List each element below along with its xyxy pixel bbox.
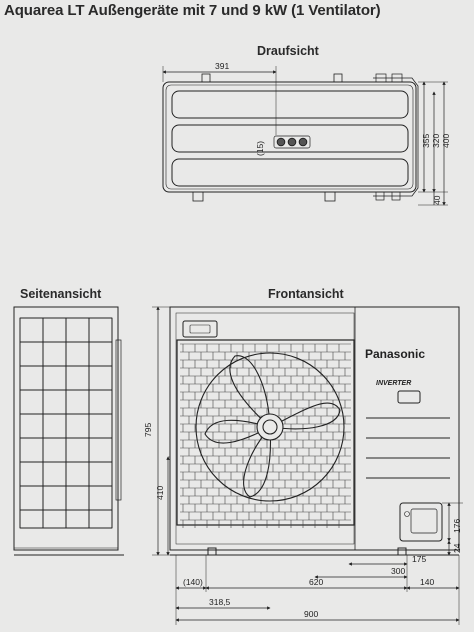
top-view-body bbox=[162, 81, 417, 193]
top-view-slat-2 bbox=[171, 124, 409, 153]
dim-410: 410 bbox=[155, 486, 165, 500]
front-view bbox=[169, 306, 460, 556]
label-top-view: Draufsicht bbox=[257, 44, 319, 58]
panasonic-logo: Panasonic bbox=[365, 347, 425, 361]
port-1 bbox=[276, 137, 286, 147]
dim-400: 400 bbox=[441, 134, 451, 148]
top-view-slat-3 bbox=[171, 158, 409, 187]
top-view bbox=[162, 66, 448, 206]
inverter-logo: INVERTER bbox=[376, 380, 411, 387]
dim-176: 176 bbox=[452, 519, 462, 533]
inverter-badge bbox=[397, 390, 421, 404]
fan-grille bbox=[176, 339, 355, 526]
dim-355: 355 bbox=[421, 134, 431, 148]
top-view-slat-1 bbox=[171, 90, 409, 119]
dim-391: 391 bbox=[215, 61, 229, 71]
fan-rotor bbox=[195, 352, 345, 502]
dim-620: 620 bbox=[309, 577, 323, 587]
side-view-grid bbox=[19, 317, 113, 529]
front-vent-lines bbox=[366, 417, 450, 479]
page-title: Aquarea LT Außengeräte mit 7 und 9 kW (1… bbox=[4, 2, 381, 19]
dim-24: 24 bbox=[452, 543, 462, 553]
dim-320: 320 bbox=[431, 134, 441, 148]
dim-900: 900 bbox=[304, 609, 318, 619]
front-handle bbox=[182, 320, 218, 338]
side-view bbox=[13, 306, 124, 556]
fan-grille-pattern bbox=[180, 343, 351, 528]
label-side-view: Seitenansicht bbox=[20, 287, 102, 301]
port-2 bbox=[287, 137, 297, 147]
label-front-view: Frontansicht bbox=[268, 287, 344, 301]
side-view-body bbox=[13, 306, 119, 551]
dim-795: 795 bbox=[143, 423, 153, 437]
dim-140: 140 bbox=[420, 577, 434, 587]
dim-318-5: 318,5 bbox=[209, 597, 231, 607]
dim-300: 300 bbox=[391, 566, 405, 576]
port-3 bbox=[298, 137, 308, 147]
front-view-body bbox=[169, 306, 460, 551]
dim-140-paren: (140) bbox=[183, 577, 203, 587]
service-panel bbox=[399, 502, 443, 542]
front-dimension-lines bbox=[152, 306, 463, 625]
dim-40: 40 bbox=[432, 195, 442, 205]
dim-175: 175 bbox=[412, 554, 426, 564]
dim-15: (15) bbox=[255, 141, 265, 156]
